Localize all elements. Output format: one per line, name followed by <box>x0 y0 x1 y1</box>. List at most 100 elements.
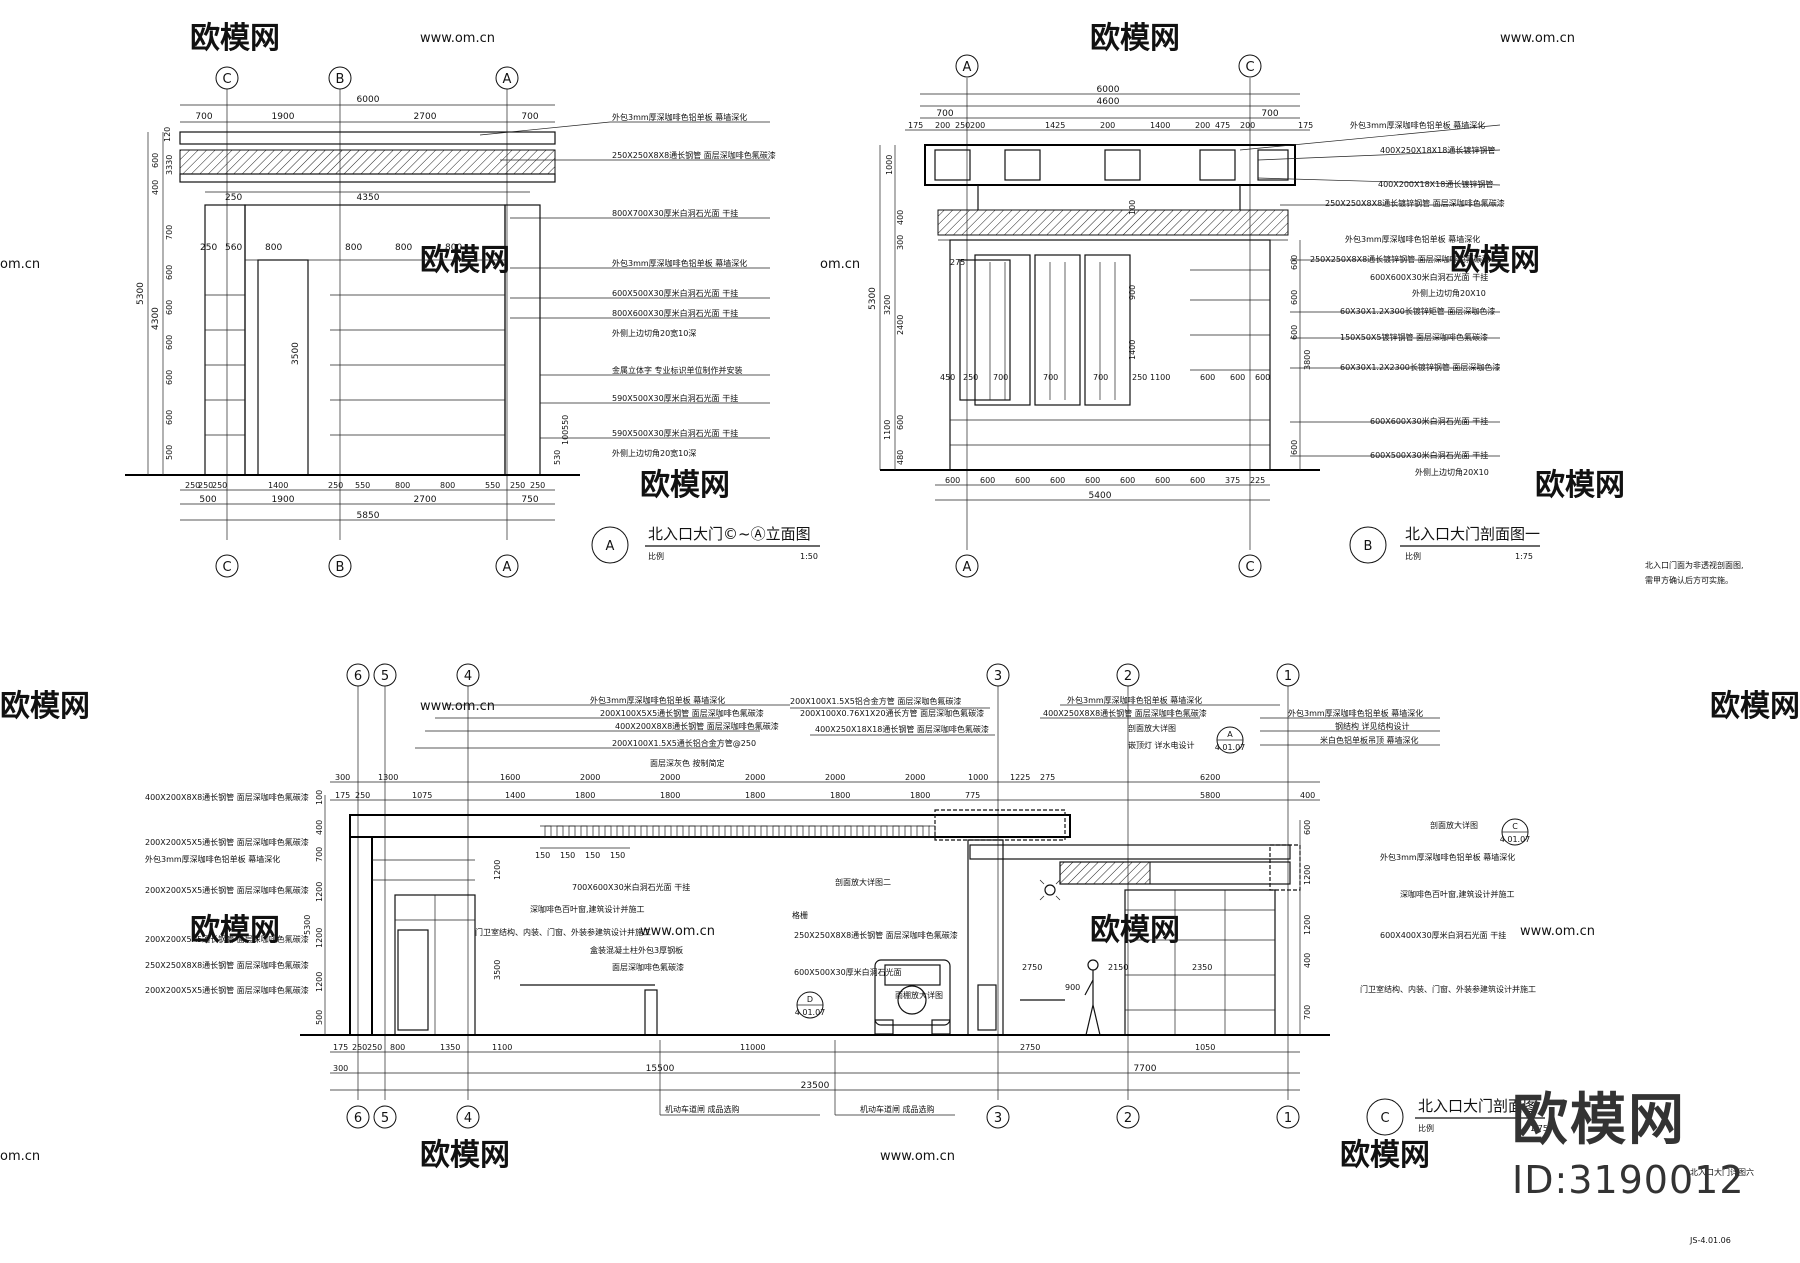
svg-text:外包3mm厚深咖啡色铝单板 幕墙深化: 外包3mm厚深咖啡色铝单板 幕墙深化 <box>1288 708 1423 718</box>
svg-text:200X100X5X5通长钢管 面层深咖啡色氟碳漆: 200X100X5X5通长钢管 面层深咖啡色氟碳漆 <box>600 708 764 718</box>
dim-label: 2750 <box>1020 1043 1040 1052</box>
dim-label: 200 <box>935 121 950 130</box>
svg-text:剖面放大详图: 剖面放大详图 <box>1430 820 1478 830</box>
annotation-notes: 外包3mm厚深咖啡色铝单板 幕墙深化 250X250X8X8通长钢管 面层深咖啡… <box>479 112 776 458</box>
axis-marker: C <box>1238 54 1262 550</box>
svg-text:590X500X30厚米白洞石光面 干挂: 590X500X30厚米白洞石光面 干挂 <box>612 428 738 438</box>
dim-label: 2000 <box>660 773 680 782</box>
dim-label: 700 <box>521 112 538 122</box>
svg-text:590X500X30厚米白洞石光面 干挂: 590X500X30厚米白洞石光面 干挂 <box>612 393 738 403</box>
dim-label: 175 <box>333 1043 348 1052</box>
svg-text:钢结构 详见结构设计: 钢结构 详见结构设计 <box>1335 721 1410 731</box>
annotation-notes: 剖面放大详图 外包3mm厚深咖啡色铝单板 幕墙深化 深咖啡色百叶窗,建筑设计并施… <box>1360 820 1536 994</box>
dim-label: 750 <box>521 495 538 505</box>
louver-slat <box>892 825 900 838</box>
dim-label: 11000 <box>740 1043 765 1052</box>
dim-label: 400 <box>151 180 160 195</box>
dim-label: 600 <box>1200 373 1215 382</box>
scale-label: 比例 <box>1418 1123 1434 1133</box>
dim-label: 1075 <box>412 791 432 800</box>
svg-text:深咖啡色百叶窗,建筑设计并施工: 深咖啡色百叶窗,建筑设计并施工 <box>530 904 645 914</box>
dim-label: 500 <box>315 1010 324 1025</box>
svg-text:6: 6 <box>354 1111 362 1126</box>
dim-label: 1800 <box>660 791 680 800</box>
dim-label: 700 <box>1261 109 1278 119</box>
svg-text:雨棚放大详图: 雨棚放大详图 <box>895 990 943 1000</box>
watermark-brand: 欧模网 <box>420 1138 510 1173</box>
svg-text:格栅: 格栅 <box>792 910 808 920</box>
car-icon <box>874 959 951 1035</box>
svg-text:4: 4 <box>464 669 472 684</box>
dim-label: 550 <box>561 415 570 430</box>
axis-marker: 2 <box>1116 663 1140 1100</box>
dim-label: 3330 <box>165 155 174 175</box>
dim-label: 700 <box>315 847 324 862</box>
dim-label: 2350 <box>1192 963 1212 972</box>
axis-marker: C <box>215 554 239 578</box>
svg-text:5: 5 <box>381 669 389 684</box>
road-note: 机动车道闸 成品选购 <box>860 1104 935 1114</box>
watermark-url: www.om.cn <box>420 699 495 714</box>
annotation-notes: 外包3mm厚深咖啡色铝单板 幕墙深化 400X250X18X18通长镀锌钢管 4… <box>1239 120 1505 477</box>
watermark-brand: 欧模网 <box>1710 689 1800 724</box>
dim-label: 2000 <box>905 773 925 782</box>
louver-slat <box>724 825 732 838</box>
dim-label: 1400 <box>505 791 525 800</box>
dim-label: 300 <box>333 1064 348 1073</box>
axis-marker: 4 <box>456 1105 480 1129</box>
svg-text:盒装混凝土柱外包3厚钢板: 盒装混凝土柱外包3厚钢板 <box>590 945 683 955</box>
svg-text:外包3mm厚深咖啡色铝单板 幕墙深化: 外包3mm厚深咖啡色铝单板 幕墙深化 <box>1345 234 1480 244</box>
watermark-url: www.om.cn <box>1500 31 1575 46</box>
watermark-brand: 欧模网 <box>1450 243 1540 278</box>
svg-text:200X100X1.5X5铝合金方管 面层深咖色氟碳漆: 200X100X1.5X5铝合金方管 面层深咖色氟碳漆 <box>790 696 961 706</box>
dim-label: 800 <box>440 481 455 490</box>
svg-text:米白色铝单板吊顶 幕墙深化: 米白色铝单板吊顶 幕墙深化 <box>1320 735 1419 745</box>
svg-text:3: 3 <box>994 669 1002 684</box>
axis-marker: 6 <box>346 1105 370 1129</box>
dim-label: 200 <box>1195 121 1210 130</box>
detail-callout: A 4.01.07 <box>1215 726 1245 754</box>
axis-marker: C <box>215 66 239 540</box>
watermark-url: www.om.cn <box>1520 924 1595 939</box>
drawing-title: 北入口大门剖面图一 <box>1405 525 1540 543</box>
drawing-badge: A <box>606 539 615 554</box>
dim-label: 5850 <box>357 511 380 521</box>
dim-label: 200 <box>970 121 985 130</box>
dim-label: 1050 <box>1195 1043 1215 1052</box>
dim-label: 600 <box>165 335 174 350</box>
svg-text:深咖啡色百叶窗,建筑设计并施工: 深咖啡色百叶窗,建筑设计并施工 <box>1400 889 1515 899</box>
drawing-title: 北入口大门©~Ⓐ立面图 <box>648 525 811 543</box>
louver-slat <box>544 825 552 838</box>
dim-label: 1100 <box>1150 373 1170 382</box>
dim-label: 600 <box>165 265 174 280</box>
svg-text:250X250X8X8通长镀锌钢管 面层深咖啡色氟碳漆: 250X250X8X8通长镀锌钢管 面层深咖啡色氟碳漆 <box>1325 198 1505 208</box>
dim-label: 375 <box>1225 476 1240 485</box>
dim-label: 1600 <box>500 773 520 782</box>
svg-text:2: 2 <box>1124 669 1132 684</box>
dim-label: 500 <box>199 495 216 505</box>
svg-text:外包3mm厚深咖啡色铝单板 幕墙深化: 外包3mm厚深咖啡色铝单板 幕墙深化 <box>1350 120 1485 130</box>
louver-slat <box>844 825 852 838</box>
dim-label: 275 <box>950 258 965 267</box>
svg-text:剖面放大详图: 剖面放大详图 <box>1128 723 1176 733</box>
lamp-icon <box>1039 879 1061 901</box>
annotation-notes: 700X600X30米白洞石光面 干挂 深咖啡色百叶窗,建筑设计并施工 门卫室结… <box>475 877 958 1000</box>
svg-text:A: A <box>963 560 972 575</box>
dim-label: 5300 <box>868 287 878 310</box>
dim-label: 1200 <box>315 882 324 902</box>
louver-slat <box>856 825 864 838</box>
axis-marker: C <box>1238 554 1262 578</box>
louver-slat <box>568 825 576 838</box>
drawing-title: 北入口大门剖面图 <box>1418 1097 1538 1115</box>
dim-label: 200 <box>1240 121 1255 130</box>
svg-text:4: 4 <box>464 1111 472 1126</box>
dim-label: 600 <box>980 476 995 485</box>
dim-label: 3800 <box>1303 350 1312 370</box>
svg-text:400X250X18X18通长镀锌钢管: 400X250X18X18通长镀锌钢管 <box>1380 145 1495 155</box>
axis-marker: 3 <box>986 1105 1010 1129</box>
dim-label: 1350 <box>440 1043 460 1052</box>
watermark-layer: 欧模网 www.om.cn 欧模网 www.om.cn 欧模网 om.cn 欧模… <box>0 21 1800 1173</box>
louver-slat <box>772 825 780 838</box>
svg-text:400X200X18X18通长镀锌钢管: 400X200X18X18通长镀锌钢管 <box>1378 179 1493 189</box>
dim-label: 23500 <box>801 1081 830 1091</box>
